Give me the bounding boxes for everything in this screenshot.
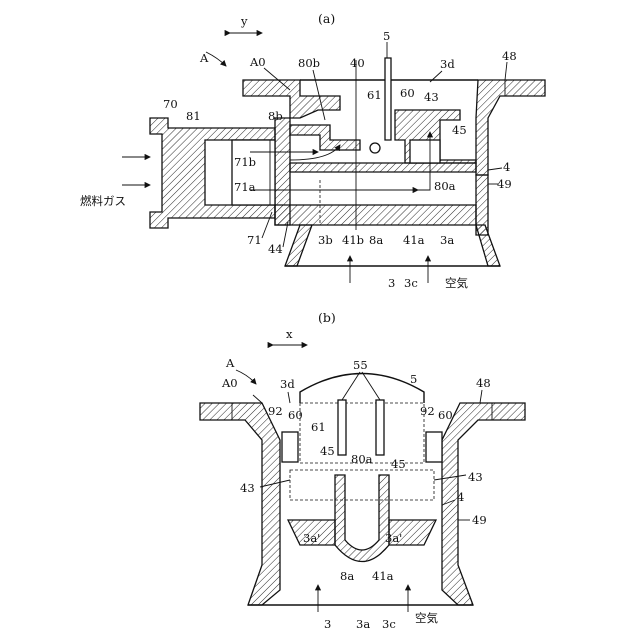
label-3c-b: 3c: [382, 617, 396, 631]
label-3a: 3a: [440, 233, 454, 247]
flame-port-45: [410, 140, 440, 163]
label-92-right: 92: [420, 404, 435, 418]
housing-43-outline: [290, 470, 434, 500]
label-3: 3: [388, 276, 395, 290]
label-41a: 41a: [403, 233, 425, 247]
mixing-tube-top: [290, 163, 476, 172]
label-A: A: [199, 51, 209, 65]
label-3c: 3c: [404, 276, 418, 290]
label-3ap-left: 3a': [303, 531, 320, 545]
body-right-wall: [442, 403, 525, 605]
label-A-b: A: [225, 356, 235, 370]
y-axis-label: y: [240, 14, 248, 28]
label-41a-b: 41a: [372, 569, 394, 583]
label-71: 71: [247, 233, 262, 247]
leader-44: [283, 222, 288, 247]
label-60-right: 60: [438, 408, 453, 422]
dome-5: [300, 374, 424, 404]
view-arrow-A-b: [236, 370, 256, 384]
screw-92-left: [282, 432, 298, 462]
label-4-b: 4: [457, 490, 464, 504]
pilot-bracket-80b: [290, 125, 360, 150]
nozzle-chamber-71: [232, 140, 275, 205]
label-4: 4: [503, 160, 510, 174]
label-92-left: 92: [268, 404, 283, 418]
label-A0: A0: [249, 55, 266, 69]
label-48-b: 48: [476, 376, 491, 390]
label-40: 40: [350, 56, 365, 70]
leader-48: [505, 62, 507, 80]
upper-flange-right: [476, 80, 545, 175]
leader-3d-b: [288, 392, 290, 403]
label-fuel-gas: 燃料ガス: [80, 194, 126, 208]
figure-a: (a) y: [80, 11, 545, 290]
mixing-tube-bottom: [275, 205, 476, 225]
leader-A0-b: [253, 395, 262, 403]
skirt-left: [285, 225, 312, 266]
upper-flange-left: [243, 80, 340, 118]
leader-55-right: [362, 372, 380, 400]
label-60: 60: [400, 86, 415, 100]
label-3-b: 3: [324, 617, 331, 631]
leader-4: [488, 168, 502, 170]
label-43-right: 43: [468, 470, 483, 484]
label-41b: 41b: [342, 233, 364, 247]
screw-92-right: [426, 432, 442, 462]
label-80a: 80a: [434, 179, 456, 193]
electrode-55-left: [338, 400, 346, 455]
label-5: 5: [383, 29, 390, 43]
label-3ap-right: 3a': [385, 531, 402, 545]
label-49-b: 49: [472, 513, 487, 527]
label-60-left: 60: [288, 408, 303, 422]
label-3b: 3b: [318, 233, 333, 247]
electrode-55-right: [376, 400, 384, 455]
leader-48-b: [480, 390, 482, 403]
figure-b: (b) x: [200, 310, 525, 631]
label-45-right: 45: [391, 457, 406, 471]
label-43: 43: [424, 90, 439, 104]
label-3a-b: 3a: [356, 617, 370, 631]
label-61: 61: [367, 88, 382, 102]
label-71a: 71a: [234, 180, 256, 194]
label-48: 48: [502, 49, 517, 63]
label-8a: 8a: [369, 233, 383, 247]
label-70: 70: [163, 97, 178, 111]
label-8a-b: 8a: [340, 569, 354, 583]
label-80a-b: 80a: [351, 452, 373, 466]
label-air: 空気: [445, 276, 468, 290]
label-3d: 3d: [440, 57, 455, 71]
label-61-b: 61: [311, 420, 326, 434]
label-44: 44: [268, 242, 283, 256]
label-43-left: 43: [240, 481, 255, 495]
leader-80b: [313, 70, 325, 120]
view-arrow-A: [206, 52, 226, 66]
label-55: 55: [353, 358, 368, 372]
label-81: 81: [186, 109, 201, 123]
label-8b: 8b: [268, 109, 283, 123]
label-45-left: 45: [320, 444, 335, 458]
electrode-5: [385, 58, 391, 140]
label-80b: 80b: [298, 56, 320, 70]
label-5-b: 5: [410, 372, 417, 386]
label-A0-b: A0: [221, 376, 238, 390]
figure-b-caption: (b): [318, 310, 336, 325]
label-air-b: 空気: [415, 611, 438, 625]
electrode-pivot: [370, 143, 380, 153]
label-49: 49: [497, 177, 512, 191]
body-left-wall: [200, 403, 280, 605]
mixing-tube-8a: [335, 475, 389, 562]
leader-55-left: [342, 372, 360, 400]
label-3d-b: 3d: [280, 377, 295, 391]
label-45: 45: [452, 123, 467, 137]
x-axis-label: x: [286, 327, 293, 341]
figure-a-caption: (a): [318, 11, 335, 26]
label-71b: 71b: [234, 155, 256, 169]
